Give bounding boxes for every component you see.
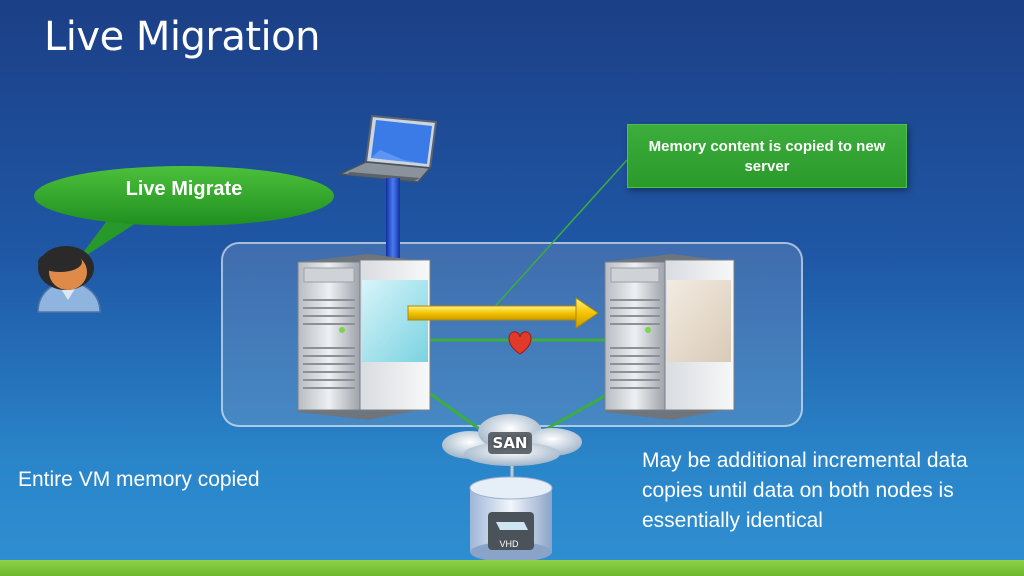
heartbeat-icon: [508, 331, 532, 355]
destination-server-icon: [604, 254, 735, 420]
laptop-icon: [337, 114, 438, 183]
caption-right: May be additional incremental data copie…: [642, 449, 968, 532]
vhd-label: VHD: [499, 539, 519, 549]
memory-copy-callout: Memory content is copied to new server: [627, 124, 907, 188]
callout-text: Memory content is copied to new server: [648, 138, 886, 175]
bottom-accent-bar: [0, 560, 1024, 576]
san-label: SAN: [492, 434, 528, 452]
san-cloud-icon: [442, 414, 582, 466]
slide-title: Live Migration: [44, 14, 321, 60]
speech-bubble: [34, 166, 334, 262]
source-server-icon: [297, 254, 431, 420]
live-migrate-label: Live Migrate: [125, 178, 243, 200]
migration-arrow: [407, 297, 599, 329]
vhd-storage-icon: [469, 476, 553, 562]
caption-left: Entire VM memory copied: [18, 468, 260, 491]
user-avatar-icon: [37, 246, 101, 313]
